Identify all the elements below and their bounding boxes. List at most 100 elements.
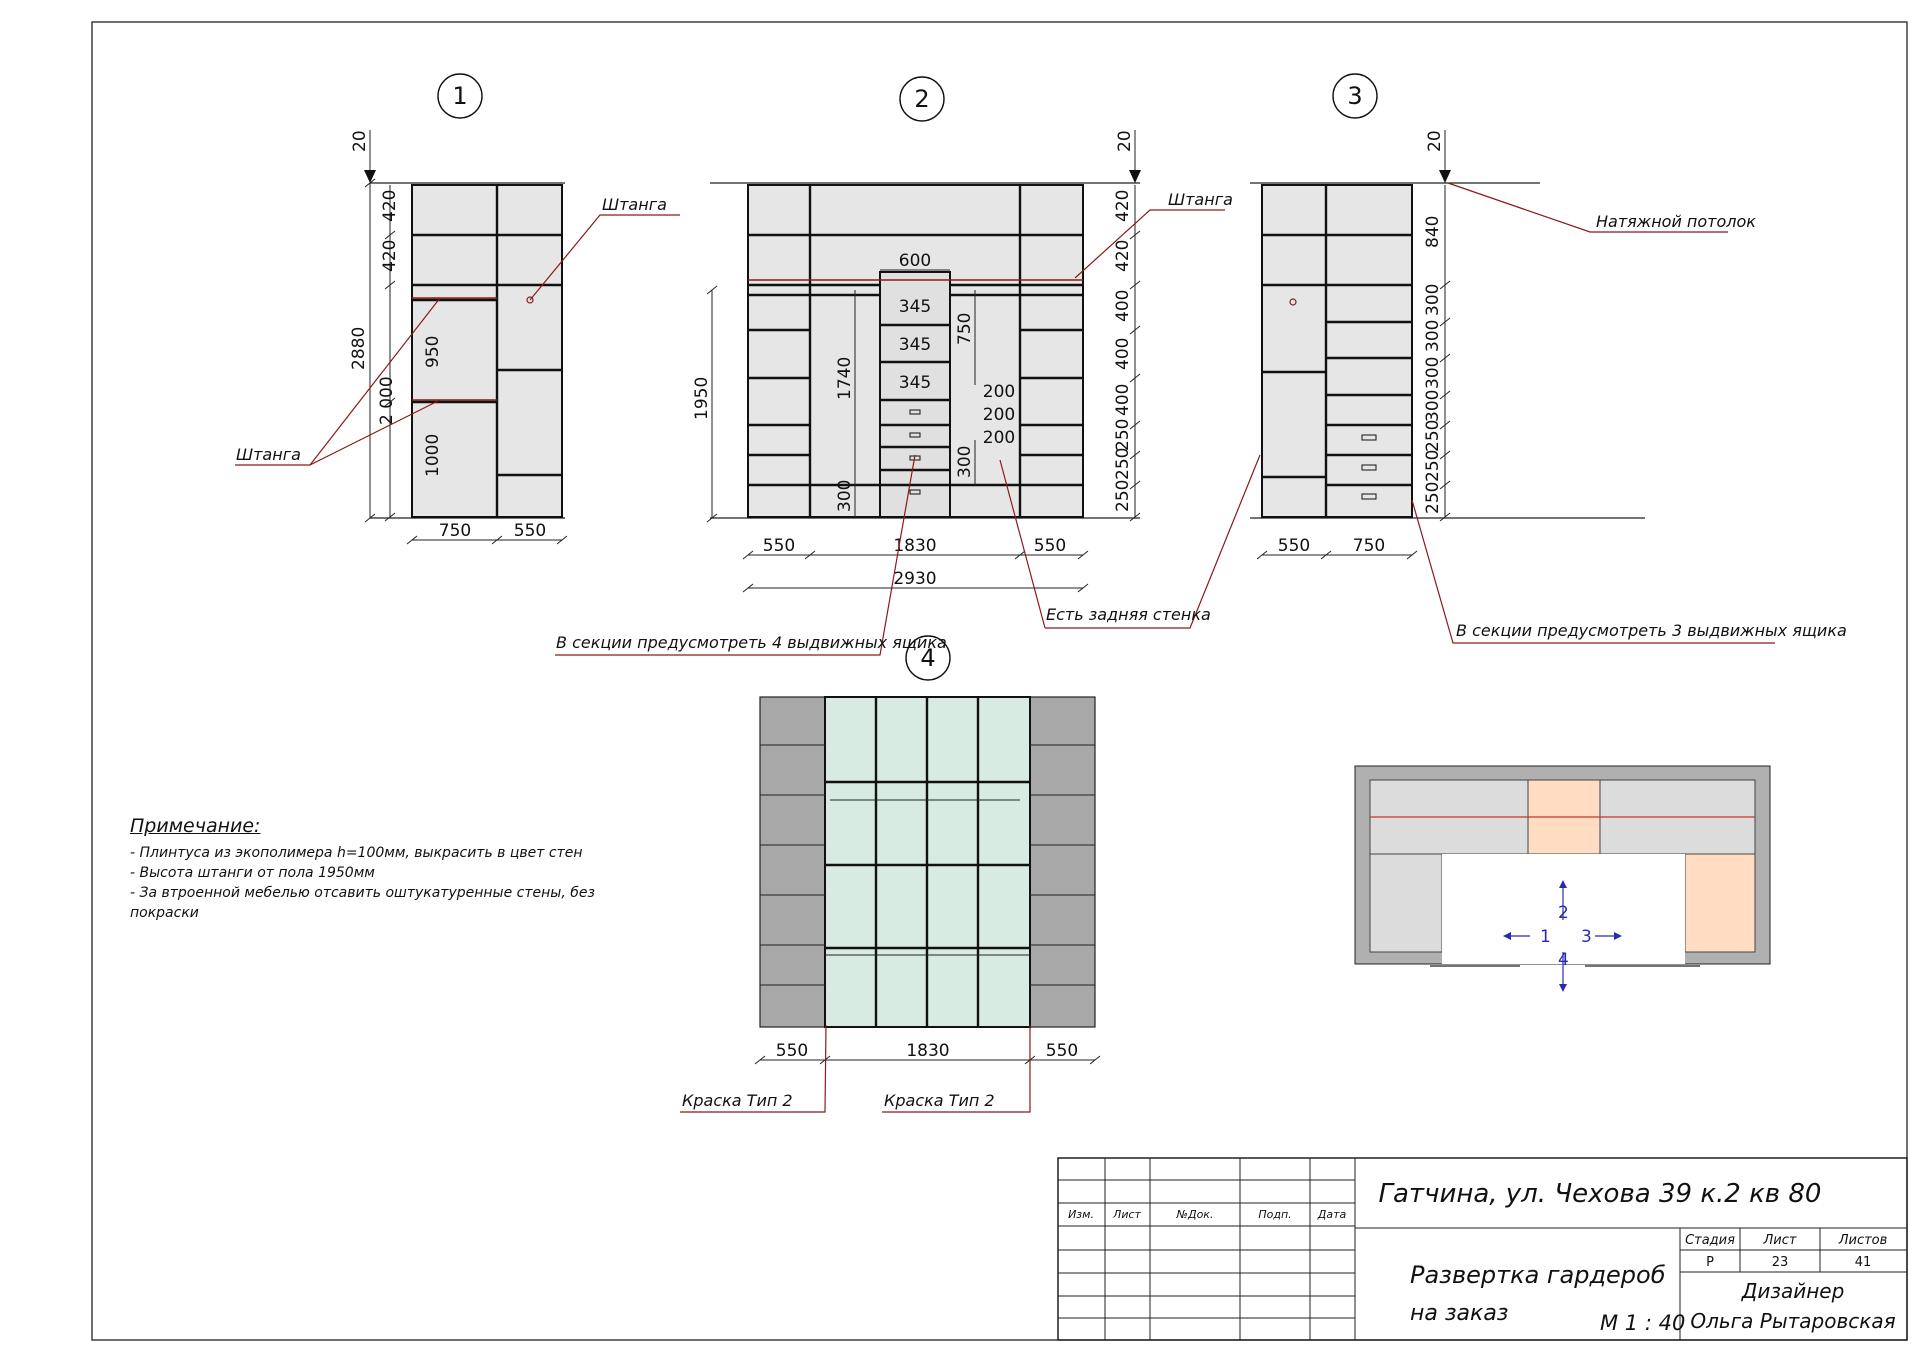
view-1-height-3: 950 xyxy=(423,336,443,368)
elevation-view-1: 1 20 420 420 950 1000 xyxy=(349,73,568,545)
view-4-width-1: 550 xyxy=(776,1041,808,1061)
view-3-hr-1: 840 xyxy=(1423,216,1443,248)
view-4-width-2: 1830 xyxy=(906,1041,949,1061)
view-4-number: 4 xyxy=(920,644,935,672)
svg-text:В секции предусмотреть 3 выдви: В секции предусмотреть 3 выдвижных ящика xyxy=(1456,621,1847,640)
notes-title: Примечание: xyxy=(130,815,261,837)
drawers4-leader: В секции предусмотреть 4 выдвижных ящика xyxy=(555,454,947,656)
svg-text:Штанга: Штанга xyxy=(1168,190,1233,209)
col-header-podp: Подп. xyxy=(1258,1208,1291,1221)
svg-text:Натяжной потолок: Натяжной потолок xyxy=(1596,212,1756,231)
view-2-top-gap: 20 xyxy=(1115,130,1135,152)
paint-leader-left: Краска Тип 2 xyxy=(680,1024,827,1113)
view-2-dim-300a: 300 xyxy=(835,480,855,512)
svg-text:Есть задняя стенка: Есть задняя стенка xyxy=(1046,605,1211,624)
svg-text:Штанга: Штанга xyxy=(236,445,301,464)
view-2-small-2: 200 xyxy=(983,405,1015,425)
sheet-label: Лист xyxy=(1763,1233,1797,1248)
view-3-width-1: 550 xyxy=(1278,536,1310,556)
view-3-hr-6: 250 xyxy=(1423,420,1443,452)
view-2-hr-3: 400 xyxy=(1113,290,1133,322)
sheet-title-line2: на заказ xyxy=(1410,1301,1509,1326)
view-1-height-4: 1000 xyxy=(423,434,443,477)
view-1-total-height: 2880 xyxy=(349,327,369,370)
view-3-top-gap: 20 xyxy=(1425,130,1445,152)
view-3-marker xyxy=(1332,73,1378,119)
view-2-marker xyxy=(899,76,945,122)
notes-block: Примечание: - Плинтуса из экополимера h=… xyxy=(130,815,650,923)
view-2-hr-6: 250 xyxy=(1113,419,1133,451)
back-wall-leader: Есть задняя стенка xyxy=(999,454,1261,629)
view-1-width-1: 750 xyxy=(439,521,471,541)
view-2-number: 2 xyxy=(914,85,929,113)
view-1-number: 1 xyxy=(452,82,467,110)
view-2-drawer-2: 345 xyxy=(899,335,931,355)
elevation-view-4: 4 550 1830 550 xyxy=(754,635,1101,1065)
view-2-dim-1950: 1950 xyxy=(692,377,712,420)
ceiling-leader: Натяжной потолок xyxy=(1447,182,1756,233)
plan-arrow-2: 2 xyxy=(1558,903,1569,923)
elevation-view-2: 2 xyxy=(692,76,1141,593)
designer-name: Ольга Рытаровская xyxy=(1690,1309,1895,1333)
plan-arrow-3: 3 xyxy=(1581,927,1592,947)
view-2-hr-4: 400 xyxy=(1113,338,1133,370)
rod-leader-view2: Штанга xyxy=(1074,190,1233,279)
view-2-small-1: 200 xyxy=(983,382,1015,402)
view-2-drawer-3: 345 xyxy=(899,373,931,393)
view-2-dim-1740: 1740 xyxy=(835,357,855,400)
col-header-izm: Изм. xyxy=(1068,1208,1094,1221)
note-line-1: - Плинтуса из экополимера h=100мм, выкра… xyxy=(130,845,583,861)
view-2-hr-5: 400 xyxy=(1113,384,1133,416)
view-1-height-2: 420 xyxy=(380,240,400,272)
rod-leader-left: Штанга xyxy=(235,297,441,466)
view-2-total-width: 2930 xyxy=(893,569,936,589)
view-3-width-2: 750 xyxy=(1353,536,1385,556)
address: Гатчина, ул. Чехова 39 к.2 кв 80 xyxy=(1379,1179,1822,1209)
view-2-drawer-1: 345 xyxy=(899,297,931,317)
designer-role: Дизайнер xyxy=(1741,1279,1845,1303)
view-2-hr-8: 250 xyxy=(1113,480,1133,512)
view-3-hr-8: 250 xyxy=(1423,482,1443,514)
svg-text:Краска Тип 2: Краска Тип 2 xyxy=(884,1091,995,1110)
view-1-rod-height: 2 000 xyxy=(377,376,397,425)
view-1-marker xyxy=(437,73,483,119)
view-2-dim-300b: 300 xyxy=(955,446,975,478)
note-line-3: - За втроенной мебелью отсавить оштукату… xyxy=(130,885,595,921)
view-3-hr-3: 300 xyxy=(1423,320,1443,352)
view-2-hr-2: 420 xyxy=(1113,240,1133,272)
view-2-dim-750: 750 xyxy=(955,313,975,345)
note-line-2: - Высота штанги от пола 1950мм xyxy=(130,865,375,881)
title-block: Изм. Лист №Док. Подп. Дата Гатчина, ул. … xyxy=(1057,1157,1908,1341)
svg-text:В секции предусмотреть 4 выдви: В секции предусмотреть 4 выдвижных ящика xyxy=(556,633,947,652)
col-header-doc: №Док. xyxy=(1176,1208,1214,1221)
view-4-marker xyxy=(905,635,951,681)
svg-text:Штанга: Штанга xyxy=(602,195,667,214)
view-2-drawer-unit-width: 600 xyxy=(899,251,931,271)
view-2-width-1: 550 xyxy=(763,536,795,556)
view-3-hr-4: 300 xyxy=(1423,357,1443,389)
col-header-data: Дата xyxy=(1317,1208,1347,1221)
view-3-number: 3 xyxy=(1347,82,1362,110)
view-2-small-3: 200 xyxy=(983,428,1015,448)
rod-leader-view1: Штанга xyxy=(529,195,680,301)
sheets-label: Листов xyxy=(1838,1233,1888,1248)
stage-value: Р xyxy=(1706,1255,1714,1270)
view-3-hr-7: 250 xyxy=(1423,450,1443,482)
sheets-value: 41 xyxy=(1855,1255,1872,1270)
elevation-view-3: 3 20 840 300 300 xyxy=(1250,73,1645,560)
view-4-width-3: 550 xyxy=(1046,1041,1078,1061)
plan-view: 1 2 3 4 xyxy=(1354,765,1771,992)
view-1-width-2: 550 xyxy=(514,521,546,541)
sheet-value: 23 xyxy=(1772,1255,1789,1270)
sheet-title-line1: Развертка гардероб xyxy=(1410,1261,1666,1289)
view-2-width-3: 550 xyxy=(1034,536,1066,556)
scale: М 1 : 40 xyxy=(1600,1311,1685,1335)
paint-leader-right: Краска Тип 2 xyxy=(882,1025,1031,1113)
svg-text:Краска Тип 2: Краска Тип 2 xyxy=(682,1091,793,1110)
stage-label: Стадия xyxy=(1685,1233,1735,1248)
view-2-hr-1: 420 xyxy=(1113,190,1133,222)
view-2-hr-7: 250 xyxy=(1113,448,1133,480)
sheet-frame xyxy=(91,21,1908,1341)
plan-arrow-4: 4 xyxy=(1558,950,1569,970)
